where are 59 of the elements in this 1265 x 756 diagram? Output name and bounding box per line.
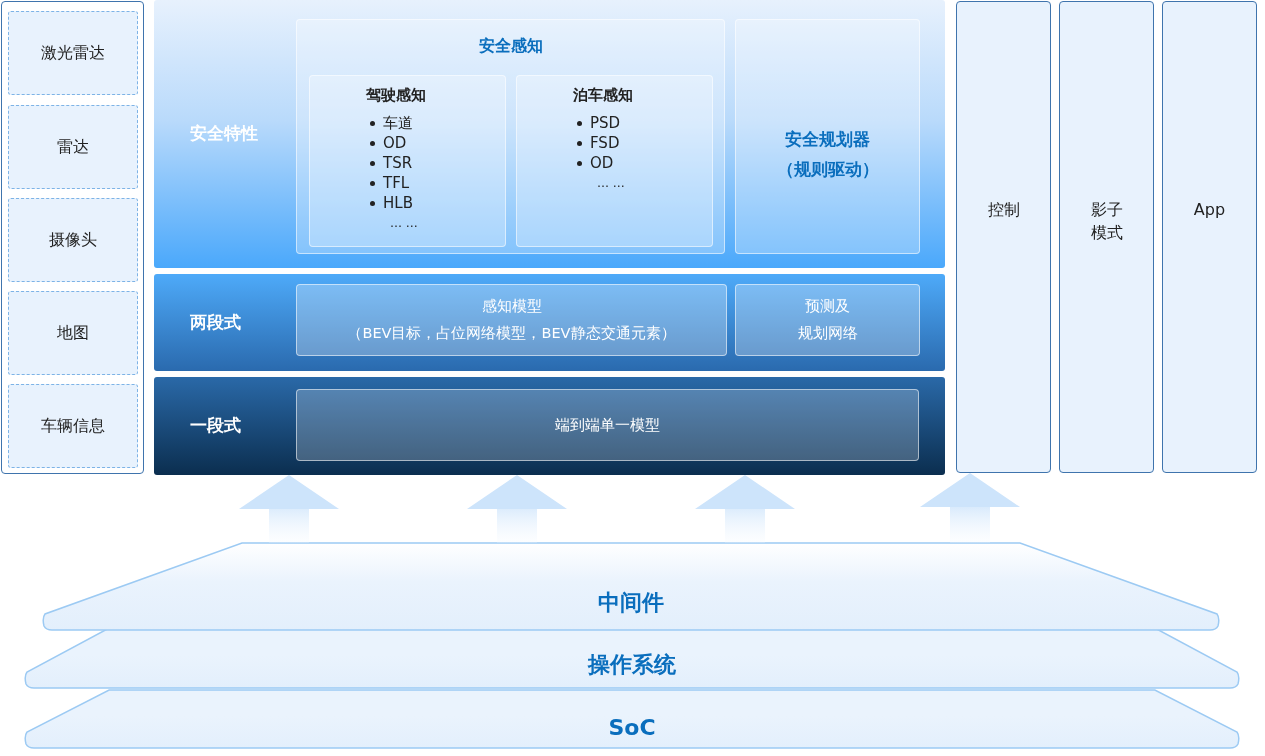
module-box bbox=[735, 19, 920, 254]
list-item: PSD bbox=[590, 114, 621, 132]
module-column bbox=[1162, 1, 1257, 473]
layer-label: 中间件 bbox=[598, 589, 664, 617]
box-label: （规则驱动） bbox=[776, 158, 879, 181]
box-title: 驾驶感知 bbox=[366, 86, 426, 105]
input-box bbox=[8, 105, 138, 189]
column-label: 控制 bbox=[986, 199, 1021, 221]
box-label: 预测及 bbox=[805, 297, 850, 316]
layer-label: SoC bbox=[608, 715, 656, 740]
arrow bbox=[239, 475, 339, 543]
box-label: 端到端单一模型 bbox=[555, 415, 660, 435]
layer-band bbox=[154, 274, 945, 371]
module-box bbox=[296, 284, 727, 356]
column-label: 影子模式 bbox=[1089, 199, 1124, 244]
input-box bbox=[8, 291, 138, 375]
layer-label: 操作系统 bbox=[588, 651, 676, 679]
input-box bbox=[8, 11, 138, 95]
platform-layer bbox=[24, 690, 1240, 750]
arrow bbox=[695, 475, 795, 543]
layer-band bbox=[154, 0, 945, 268]
module-box bbox=[735, 284, 920, 356]
input-box bbox=[8, 198, 138, 282]
module-box bbox=[296, 389, 919, 461]
list-item: 车道 bbox=[383, 114, 413, 133]
list-item: … … bbox=[597, 176, 625, 190]
module-column bbox=[956, 1, 1051, 473]
layer-band bbox=[154, 377, 945, 475]
box-label: 安全规划器 bbox=[785, 128, 870, 151]
input-label: 地图 bbox=[57, 322, 89, 344]
box-label: 感知模型 bbox=[481, 297, 542, 316]
input-box bbox=[8, 384, 138, 468]
layer-title: 两段式 bbox=[190, 310, 241, 334]
list-item: TFL bbox=[383, 174, 410, 192]
arrow bbox=[920, 473, 1020, 543]
column-label: App bbox=[1192, 199, 1227, 221]
list-item: FSD bbox=[590, 134, 620, 152]
module-panel bbox=[296, 19, 725, 254]
list-item: … … bbox=[390, 216, 418, 230]
list-item: TSR bbox=[383, 154, 413, 172]
module-box bbox=[516, 75, 713, 247]
sensor-panel bbox=[1, 1, 144, 474]
box-label: （BEV目标，占位网络模型，BEV静态交通元素） bbox=[347, 324, 676, 343]
list-item: OD bbox=[383, 134, 407, 152]
box-label: 规划网络 bbox=[797, 324, 858, 343]
layer-title: 安全特性 bbox=[190, 122, 258, 145]
panel-title: 安全感知 bbox=[477, 36, 544, 57]
box-title: 泊车感知 bbox=[573, 86, 633, 105]
list-item: OD bbox=[590, 154, 614, 172]
module-box bbox=[309, 75, 506, 247]
input-label: 摄像头 bbox=[49, 229, 97, 251]
list-item: HLB bbox=[383, 194, 413, 212]
arrow bbox=[467, 475, 567, 543]
input-label: 车辆信息 bbox=[41, 415, 105, 437]
module-column bbox=[1059, 1, 1154, 473]
platform-layer bbox=[24, 628, 1240, 690]
input-label: 雷达 bbox=[57, 136, 89, 158]
layer-title: 一段式 bbox=[190, 414, 241, 437]
input-label: 激光雷达 bbox=[41, 42, 105, 64]
